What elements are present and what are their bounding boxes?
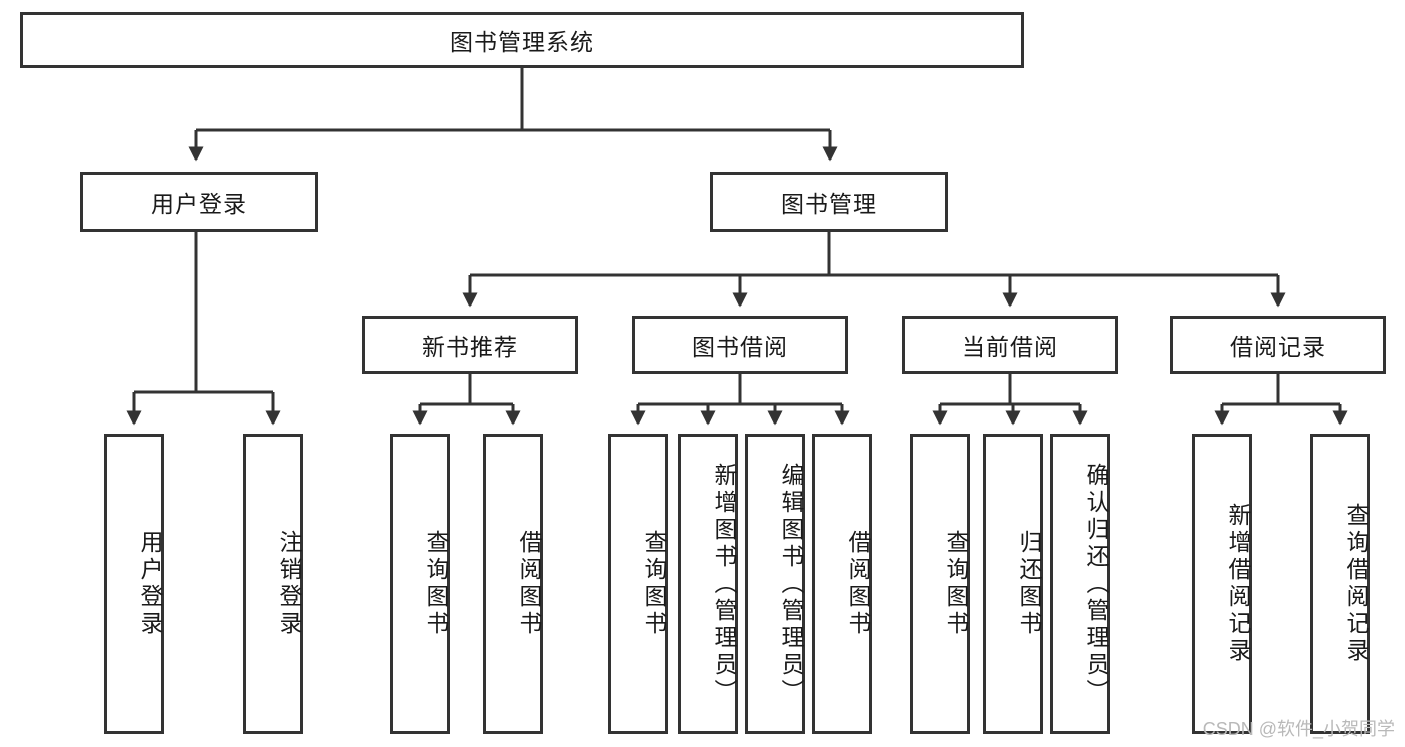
node-logout-action[interactable]: 注销登录 bbox=[243, 434, 303, 734]
node-query-book-rec[interactable]: 查询图书 bbox=[390, 434, 450, 734]
node-borrow-record[interactable]: 借阅记录 bbox=[1170, 316, 1386, 374]
node-edit-book-admin[interactable]: 编辑图书（管理员） bbox=[745, 434, 805, 734]
node-query-book-current[interactable]: 查询图书 bbox=[910, 434, 970, 734]
node-user-login-action[interactable]: 用户登录 bbox=[104, 434, 164, 734]
node-book-management-system[interactable]: 图书管理系统 bbox=[20, 12, 1024, 68]
node-borrow-book-rec[interactable]: 借阅图书 bbox=[483, 434, 543, 734]
node-user-login[interactable]: 用户登录 bbox=[80, 172, 318, 232]
node-borrow-book-action[interactable]: 借阅图书 bbox=[812, 434, 872, 734]
node-query-borrow-record[interactable]: 查询借阅记录 bbox=[1310, 434, 1370, 734]
node-confirm-return-admin[interactable]: 确认归还（管理员） bbox=[1050, 434, 1110, 734]
node-query-book-borrow[interactable]: 查询图书 bbox=[608, 434, 668, 734]
watermark-text: CSDN @软件_小贺同学 bbox=[1202, 719, 1395, 739]
node-new-book-recommend[interactable]: 新书推荐 bbox=[362, 316, 578, 374]
node-add-borrow-record[interactable]: 新增借阅记录 bbox=[1192, 434, 1252, 734]
node-current-borrow[interactable]: 当前借阅 bbox=[902, 316, 1118, 374]
node-return-book[interactable]: 归还图书 bbox=[983, 434, 1043, 734]
node-add-book-admin[interactable]: 新增图书（管理员） bbox=[678, 434, 738, 734]
node-book-borrow[interactable]: 图书借阅 bbox=[632, 316, 848, 374]
node-book-management[interactable]: 图书管理 bbox=[710, 172, 948, 232]
